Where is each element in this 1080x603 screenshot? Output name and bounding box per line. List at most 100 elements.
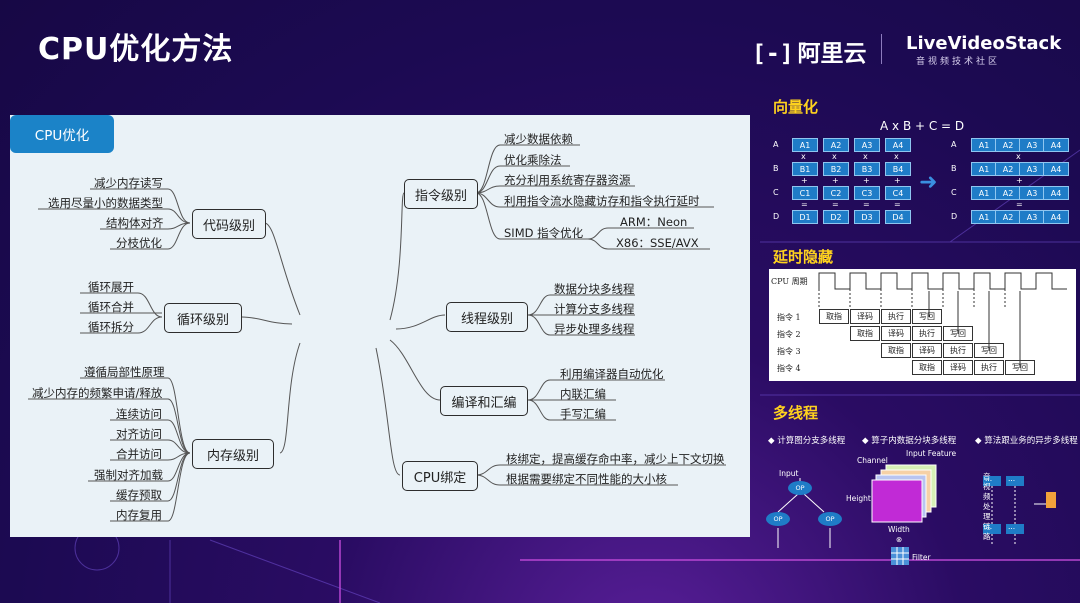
leaf-text: 利用编译器自动优化 (560, 367, 664, 381)
leaf-text: 手写汇编 (560, 407, 606, 421)
operator-symbol: + (894, 176, 901, 185)
vector-cell-left: B2 (823, 162, 849, 176)
branch-instruction-level: 指令级别 (404, 179, 478, 209)
pipeline-stage-cell: 译码 (912, 343, 942, 358)
instruction-label: 指令 3 (777, 347, 801, 356)
clock-label: CPU 周期 (771, 277, 808, 286)
livevideostack-logo: LiveVideoStack (906, 33, 1062, 54)
operator-symbol: = (801, 200, 808, 209)
pipeline-stage-cell: 译码 (943, 360, 973, 375)
vector-cell-right: A3 (1019, 162, 1045, 176)
leaf-text: 数据分块多线程 (554, 282, 635, 296)
leaf-text: 利用指令流水隐藏访存和指令执行延时 (504, 194, 700, 208)
leaf-text: 缓存预取 (116, 488, 162, 502)
pipeline-stage-cell: 取指 (912, 360, 942, 375)
vector-cell-left: B4 (885, 162, 911, 176)
leaf-text: 减少内存的频繁申请/释放 (32, 386, 163, 400)
vector-cell-left: C4 (885, 186, 911, 200)
operator-symbol: + (863, 176, 870, 185)
tensor-width-label: Width (888, 525, 910, 534)
vector-cell-right: A1 (971, 162, 997, 176)
graph-op-node: OP (766, 512, 790, 526)
pipeline-stage-cell: 取指 (819, 309, 849, 324)
latency-heading: 延时隐藏 (773, 248, 834, 266)
branch-compile-asm: 编译和汇编 (440, 386, 528, 416)
aliyun-logo-text: 阿里云 (797, 41, 867, 67)
leaf-text: 强制对齐加载 (94, 468, 163, 482)
row-label: D (773, 212, 780, 221)
operator-symbol: x (832, 152, 837, 161)
operator-symbol: x (863, 152, 868, 161)
clock-signal (818, 272, 1067, 290)
operator-symbol: + (801, 176, 808, 185)
mindmap-center-node: CPU优化 (10, 115, 114, 153)
leaf-text: 分枝优化 (116, 236, 162, 250)
logo-divider (881, 34, 882, 64)
branch-cpu-binding: CPU绑定 (402, 461, 478, 491)
vector-cell-right: A2 (995, 186, 1021, 200)
vector-cell-right: A2 (995, 138, 1021, 152)
graph-op-node: OP (788, 481, 812, 495)
row-label: D (951, 212, 958, 221)
operator-symbol: + (1016, 176, 1023, 185)
leaf-text: ARM：Neon (620, 215, 688, 229)
leaf-text: 计算分支多线程 (554, 302, 635, 316)
bullet-graph-branch: ◆ 计算图分支多线程 (768, 436, 846, 446)
livevideostack-subtitle: 音视频技术社区 (916, 57, 1001, 67)
pipeline-label: 音视频处理链路 (983, 472, 991, 541)
vector-cell-right: A1 (971, 138, 997, 152)
instruction-label: 指令 1 (777, 313, 801, 322)
leaf-text: 结构体对齐 (106, 216, 164, 230)
mindmap-panel: CPU优化 代码级别 循环级别 内存级别 指令级别 线程级别 编译和汇编 CPU… (10, 115, 750, 537)
leaf-text: 内联汇编 (560, 387, 606, 401)
vector-cell-left: A2 (823, 138, 849, 152)
vector-cell-left: A1 (792, 138, 818, 152)
operator-symbol: = (863, 200, 870, 209)
vector-cell-left: B1 (792, 162, 818, 176)
leaf-text: 核绑定，提高缓存命中率，减少上下文切换 (506, 452, 725, 466)
row-label: B (773, 164, 779, 173)
vector-cell-left: D3 (854, 210, 880, 224)
operator-symbol: x (1016, 152, 1021, 161)
bullet-async: ◆ 算法跟业务的异步多线程 (975, 436, 1078, 446)
leaf-text: X86：SSE/AVX (616, 236, 699, 250)
slide-title: CPU优化方法 (38, 32, 234, 67)
branch-memory-level: 内存级别 (192, 439, 274, 469)
leaf-text: 内存复用 (116, 508, 162, 522)
tensor-height-label: Height (846, 494, 871, 503)
leaf-text: 选用尽量小的数据类型 (48, 196, 163, 210)
row-label: A (951, 140, 957, 149)
vector-cell-left: B3 (854, 162, 880, 176)
aliyun-logo: [-]阿里云 (752, 34, 867, 68)
pipeline-dots: ... (1008, 474, 1016, 483)
tensor-input-feature-label: Input Feature (906, 449, 957, 458)
operator-symbol: = (1016, 200, 1023, 209)
operator-symbol: x (894, 152, 899, 161)
pipeline-stage-cell: 写回 (912, 309, 942, 324)
leaf-text: SIMD 指令优化 (504, 226, 584, 240)
pipeline-dots: ... (985, 474, 993, 483)
vector-cell-right: A3 (1019, 138, 1045, 152)
vector-cell-left: C3 (854, 186, 880, 200)
leaf-text: 循环展开 (88, 280, 134, 294)
multithread-heading: 多线程 (773, 404, 819, 422)
leaf-text: 减少数据依赖 (504, 132, 573, 146)
tensor-filter-label: Filter (912, 553, 931, 562)
pipeline-stage-cell: 取指 (881, 343, 911, 358)
bullet-data-block: ◆ 算子内数据分块多线程 (862, 436, 957, 446)
vector-cell-right: A2 (995, 162, 1021, 176)
pipeline-dots: ... (1008, 522, 1016, 531)
aliyun-logo-mark: [-] (752, 41, 794, 67)
operator-symbol: + (832, 176, 839, 185)
mindmap-connectors (28, 144, 726, 522)
tensor-channel-label: Channel (857, 456, 888, 465)
vector-cell-right: A3 (1019, 186, 1045, 200)
branch-thread-level: 线程级别 (446, 302, 528, 332)
row-label: B (951, 164, 957, 173)
vector-cell-left: C2 (823, 186, 849, 200)
row-label: A (773, 140, 779, 149)
vector-cell-left: D4 (885, 210, 911, 224)
vector-cell-left: C1 (792, 186, 818, 200)
row-label: C (773, 188, 779, 197)
